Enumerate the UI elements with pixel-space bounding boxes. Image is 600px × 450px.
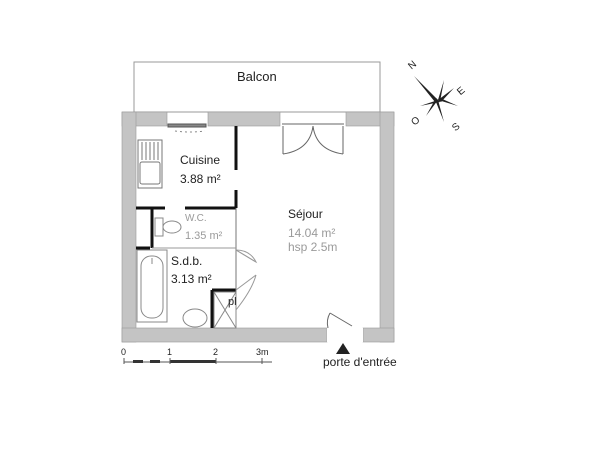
room-area-kitchen: 3.88 m² [180, 172, 221, 186]
scale-bar [123, 358, 272, 364]
scale-tick-2: 2 [213, 347, 219, 357]
scale-tick-1: 1 [167, 347, 173, 357]
closet-label: pl [228, 296, 237, 308]
washbasin [182, 308, 208, 328]
entrance-label: porte d'entrée [323, 355, 397, 369]
scale-tick-0: 0 [121, 347, 127, 357]
balcony-label: Balcon [237, 69, 277, 84]
interior-walls [136, 126, 238, 328]
door-swings [235, 249, 258, 311]
room-name-kitchen: Cuisine [180, 153, 221, 167]
exterior-walls [121, 111, 395, 343]
kitchen-sink [137, 139, 163, 189]
kitchen-window [167, 123, 207, 133]
room-name-bathroom: S.d.b. [171, 254, 203, 268]
scale-tick-3: 3m [256, 347, 269, 357]
room-name-wc: W.C. [185, 213, 207, 224]
entrance-door [326, 312, 363, 342]
french-doors [282, 123, 344, 155]
room-area-living: 14.04 m² [288, 226, 336, 240]
entrance-arrow-icon [336, 343, 350, 354]
ceiling-height-living: hsp 2.5m [288, 240, 338, 254]
compass-rose-icon [414, 76, 458, 122]
room-area-bathroom: 3.13 m² [171, 272, 212, 286]
room-area-wc: 1.35 m² [185, 230, 223, 242]
toilet [154, 217, 182, 237]
bathtub [136, 249, 168, 323]
room-name-living: Séjour [288, 207, 323, 221]
